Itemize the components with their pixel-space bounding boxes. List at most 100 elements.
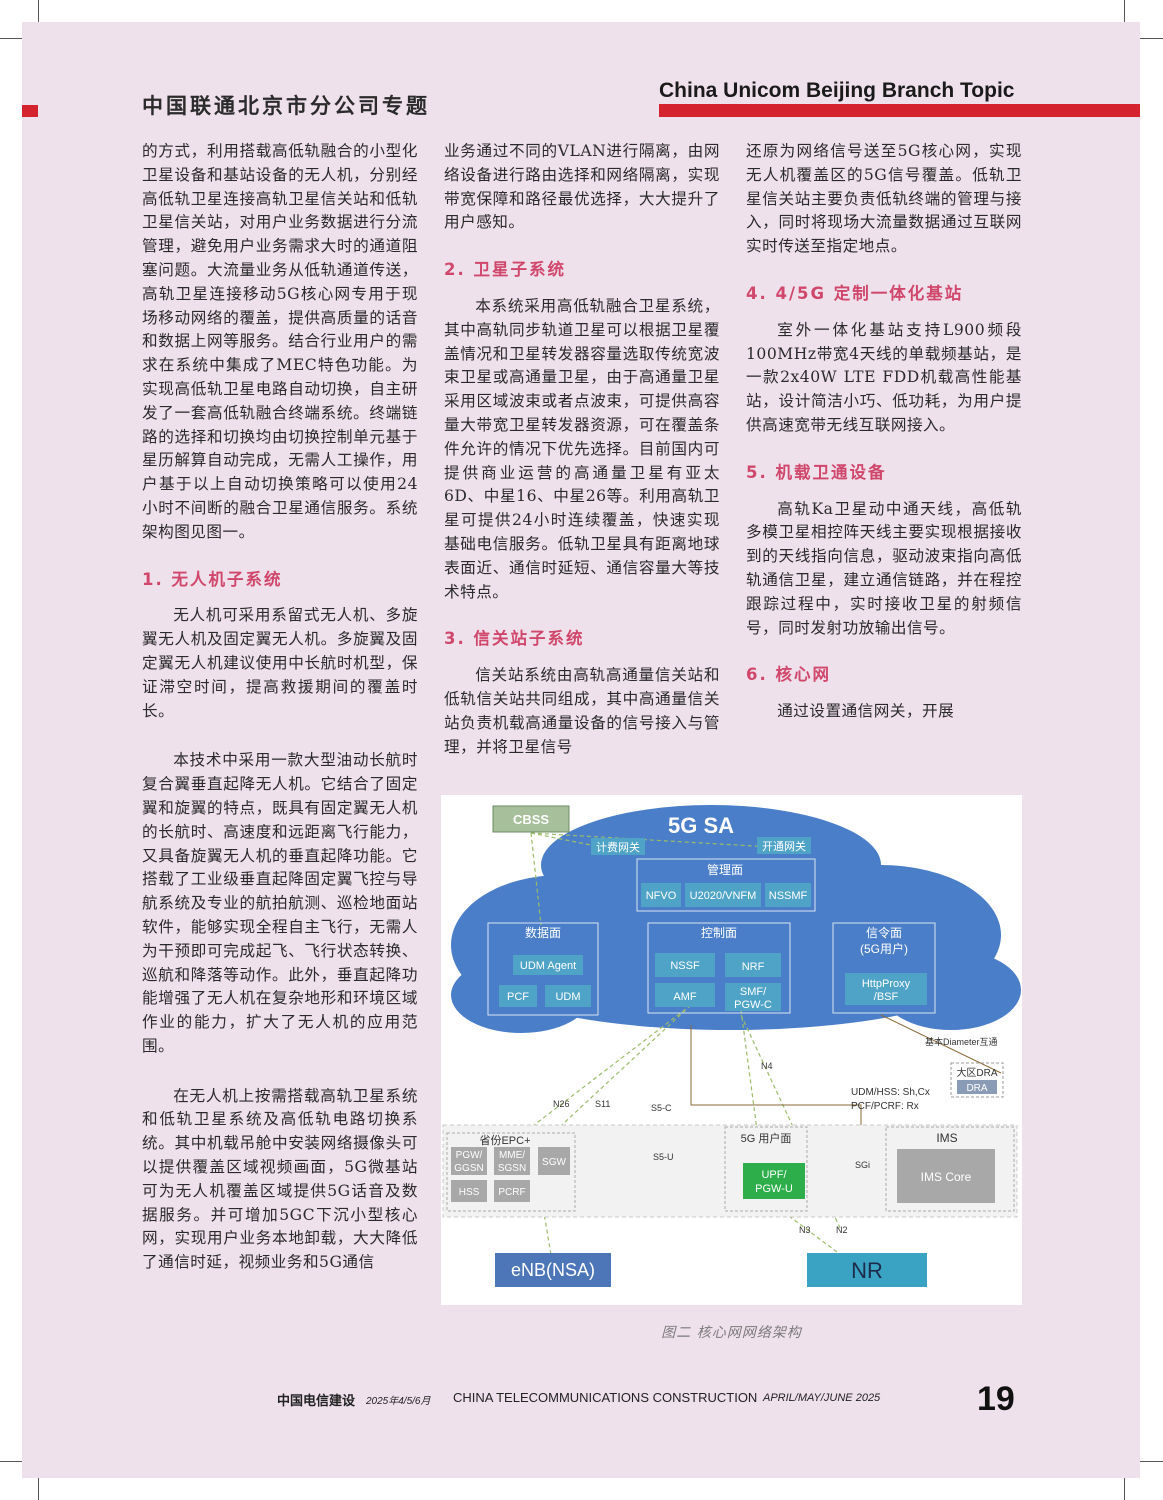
management-plane-box xyxy=(636,858,816,912)
paragraph: 本技术中采用一款大型油动长航时复合翼垂直起降无人机。它结合了固定翼和旋翼的特点，… xyxy=(142,751,418,1055)
paragraph: 通过设置通信网关，开展 xyxy=(777,702,955,721)
smf-label: SMF/ xyxy=(740,986,767,998)
smf-box xyxy=(725,983,781,1011)
crop-mark xyxy=(1124,0,1125,24)
5g-user-plane-box xyxy=(724,1126,808,1212)
diameter-label: 基本Diameter互通 xyxy=(925,1036,998,1047)
paragraph: 本系统采用高低轨融合卫星系统，其中高轨同步轨道卫星可以根据卫星覆盖情况和卫星转发… xyxy=(444,296,720,601)
section-heading: 5. 机载卫通设备 xyxy=(746,462,887,482)
paragraph: 信关站系统由高轨高通量信关站和低轨信关站共同组成，其中高通量信关站负责机载高通量… xyxy=(444,666,720,756)
nssf-label: NSSF xyxy=(670,960,700,972)
n4-label: N4 xyxy=(761,1061,773,1071)
nfvo-label: NFVO xyxy=(646,890,677,902)
text-column-2: 业务通过不同的VLAN进行隔离，由网络设备进行路由选择和网络隔离，实现带宽保障和… xyxy=(444,140,720,759)
n26-label: N26 xyxy=(553,1099,570,1109)
dra-label: DRA xyxy=(966,1083,987,1094)
crop-mark xyxy=(38,0,39,24)
header-title-en: China Unicom Beijing Branch Topic xyxy=(659,79,1015,102)
text-column-3: 还原为网络信号送至5G核心网，实现无人机覆盖区的5G信号覆盖。低轨卫星信关站主要… xyxy=(746,140,1022,724)
hss-box xyxy=(451,1180,487,1202)
crop-mark xyxy=(1139,1461,1163,1462)
nssf-box xyxy=(655,953,715,977)
page-number: 19 xyxy=(977,1380,1015,1418)
sgw-label: SGW xyxy=(542,1157,566,1168)
udm-box xyxy=(545,985,591,1007)
footer-date-en: APRIL/MAY/JUNE 2025 xyxy=(763,1392,881,1404)
management-plane-label: 管理面 xyxy=(707,862,743,877)
signalling-plane-box xyxy=(832,922,936,1014)
pgw-c-label: PGW-C xyxy=(734,999,772,1011)
sgw-box xyxy=(538,1147,570,1175)
pgw-box xyxy=(451,1147,487,1175)
s5c-label: S5-C xyxy=(651,1103,672,1113)
section-heading: 6. 核心网 xyxy=(746,665,831,685)
ims-box xyxy=(885,1126,1015,1212)
ggsn-label: GGSN xyxy=(454,1163,483,1174)
pcrf-label: PCRF xyxy=(498,1187,525,1198)
control-plane-label: 控制面 xyxy=(701,926,737,940)
crop-mark xyxy=(0,38,24,39)
section-heading: 3. 信关站子系统 xyxy=(444,629,585,649)
n3-label: N3 xyxy=(799,1225,811,1235)
s11-label: S11 xyxy=(595,1099,610,1109)
cbss-box xyxy=(492,805,570,833)
5g-sa-title: 5G SA xyxy=(668,813,734,838)
header-title-cn: 中国联通北京市分公司专题 xyxy=(142,94,430,118)
paragraph: 的方式，利用搭载高低轨融合的小型化卫星设备和基站设备的无人机，分别经高低轨卫星连… xyxy=(142,142,418,541)
crop-mark xyxy=(1124,1476,1125,1500)
section-heading: 2. 卫星子系统 xyxy=(444,260,566,280)
nssmf-box xyxy=(765,883,811,907)
pcrf-box xyxy=(494,1180,530,1202)
signalling-plane-label: 信令面 xyxy=(866,925,902,940)
nrf-box xyxy=(725,953,781,977)
sgi-label: SGi xyxy=(855,1160,870,1170)
text-column-1: 的方式，利用搭载高低轨融合的小型化卫星设备和基站设备的无人机，分别经高低轨卫星连… xyxy=(142,140,418,1275)
open-gateway-label: 开通网关 xyxy=(762,839,806,853)
amf-label: AMF xyxy=(673,991,697,1003)
crop-mark xyxy=(0,1461,24,1462)
pgw-u-label: PGW-U xyxy=(755,1183,793,1195)
pgw-label: PGW/ xyxy=(456,1150,483,1161)
pcf-label: PCF xyxy=(507,991,529,1003)
amf-box xyxy=(655,983,715,1007)
nfvo-box xyxy=(641,883,681,907)
control-plane-box xyxy=(647,922,791,1014)
nr-box xyxy=(807,1253,927,1287)
udm-label: UDM xyxy=(555,991,580,1003)
ims-core-box xyxy=(897,1149,995,1203)
paragraph: 室外一体化基站支持L900频段100MHz带宽4天线的单载频基站，是一款2x40… xyxy=(746,320,1022,434)
udm-hss-label: UDM/HSS: Sh,Cx xyxy=(851,1087,930,1098)
mme-label: MME/ xyxy=(499,1150,525,1161)
s5u-label: S5-U xyxy=(653,1152,674,1162)
udm-agent-box xyxy=(513,955,583,975)
mme-box xyxy=(494,1147,530,1175)
section-heading: 1. 无人机子系统 xyxy=(142,569,283,589)
udm-agent-label: UDM Agent xyxy=(520,960,576,972)
paragraph: 高轨Ka卫星动中通天线，高低轨多模卫星相控阵天线主要实现根据接收到的天线指向信息… xyxy=(746,499,1022,637)
httpproxy-box xyxy=(845,973,927,1005)
header-red-bar xyxy=(659,104,1140,117)
5g-user-plane-label: 5G 用户面 xyxy=(741,1131,792,1145)
data-plane-box xyxy=(487,922,599,1016)
signalling-plane-sublabel: (5G用户) xyxy=(860,941,908,956)
data-plane-label: 数据面 xyxy=(525,925,561,940)
billing-gateway-label: 计费网关 xyxy=(596,840,640,854)
nssmf-label: NSSMF xyxy=(769,890,808,902)
section-heading: 4. 4/5G 定制一体化基站 xyxy=(746,283,964,303)
open-gateway-box xyxy=(757,837,811,854)
sgsn-label: SGSN xyxy=(498,1163,526,1174)
dra-box xyxy=(957,1080,997,1094)
enb-box xyxy=(495,1253,611,1287)
epc-box xyxy=(446,1132,576,1212)
upf-label: UPF/ xyxy=(761,1169,787,1181)
footer-mag-en: CHINA TELECOMMUNICATIONS CONSTRUCTION xyxy=(453,1390,758,1405)
pcf-box xyxy=(499,985,537,1007)
enb-label: eNB(NSA) xyxy=(511,1260,595,1280)
hss-label: HSS xyxy=(459,1187,480,1198)
pcf-pcrf-label: PCF/PCRF: Rx xyxy=(851,1101,919,1112)
footer-mag-cn: 中国电信建设 xyxy=(277,1393,356,1408)
ims-label: IMS xyxy=(936,1131,957,1145)
vnfm-box xyxy=(685,883,761,907)
crop-mark xyxy=(1139,38,1163,39)
paragraph: 业务通过不同的VLAN进行隔离，由网络设备进行路由选择和网络隔离，实现带宽保障和… xyxy=(444,142,720,232)
